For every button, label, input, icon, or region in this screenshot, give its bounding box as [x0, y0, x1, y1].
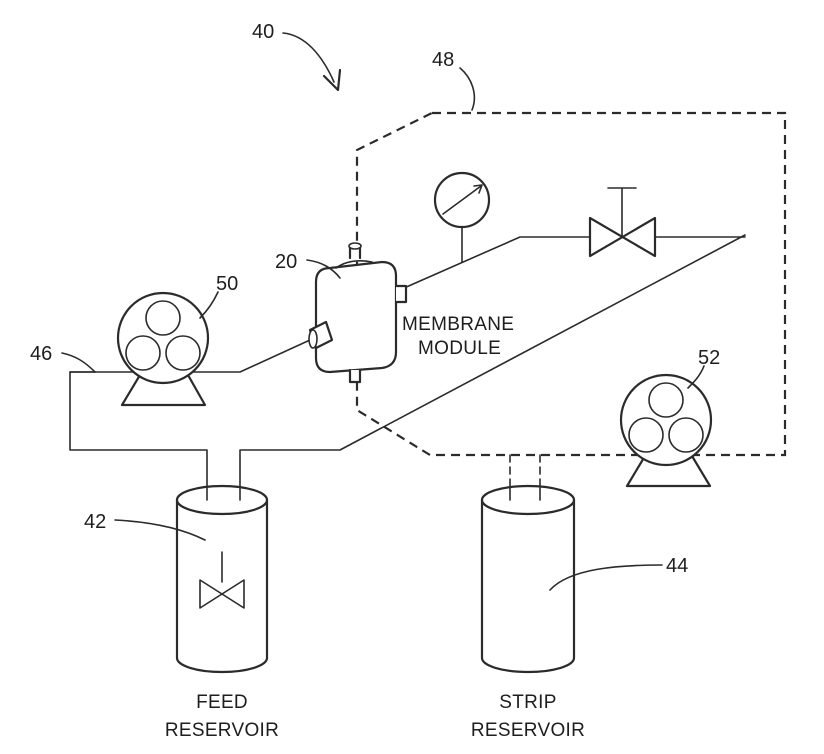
- ref-label-feed-line: 46: [30, 343, 52, 365]
- strip-tubing: [509, 454, 541, 489]
- feed-caption-line1: FEED: [196, 692, 248, 713]
- pressure-gauge-icon: [433, 171, 491, 263]
- feed-return-tubing: [239, 234, 746, 489]
- ref-label-feed-reservoir: 42: [84, 511, 106, 533]
- stirrer-icon: [199, 551, 245, 609]
- ref-label-pump-strip: 52: [698, 347, 720, 369]
- feed-to-module-tubing: [69, 339, 311, 373]
- arrow-40: [322, 68, 342, 92]
- feed-reservoir: [175, 484, 269, 674]
- strip-caption-line2: RESERVOIR: [471, 720, 585, 741]
- pump-icon: [619, 373, 713, 488]
- strip-caption-line1: STRIP: [499, 692, 556, 713]
- ref-label-pump-feed: 50: [216, 273, 238, 295]
- outlet-tubing: [394, 236, 746, 293]
- valve-icon: [588, 187, 657, 258]
- membrane-module: [308, 242, 408, 384]
- ref-label-membrane: 20: [275, 251, 297, 273]
- leader-50: [199, 291, 219, 319]
- leader-52: [687, 365, 705, 389]
- leader-46: [61, 352, 96, 373]
- leader-44: [549, 564, 663, 591]
- enclosure-boundary: [355, 111, 787, 457]
- ref-label-enclosure: 48: [432, 49, 454, 71]
- pump-icon: [116, 291, 210, 407]
- membrane-caption-line1: MEMBRANE: [402, 314, 514, 335]
- ref-label-strip-reservoir: 44: [666, 555, 688, 577]
- feed-caption-line2: RESERVOIR: [165, 720, 279, 741]
- leader-20: [306, 259, 341, 279]
- leader-48: [459, 67, 476, 111]
- ref-label-system: 40: [252, 21, 274, 43]
- leader-42: [114, 519, 206, 541]
- membrane-caption-line2: MODULE: [418, 338, 501, 359]
- leader-40: [282, 32, 335, 83]
- strip-reservoir: [480, 484, 576, 674]
